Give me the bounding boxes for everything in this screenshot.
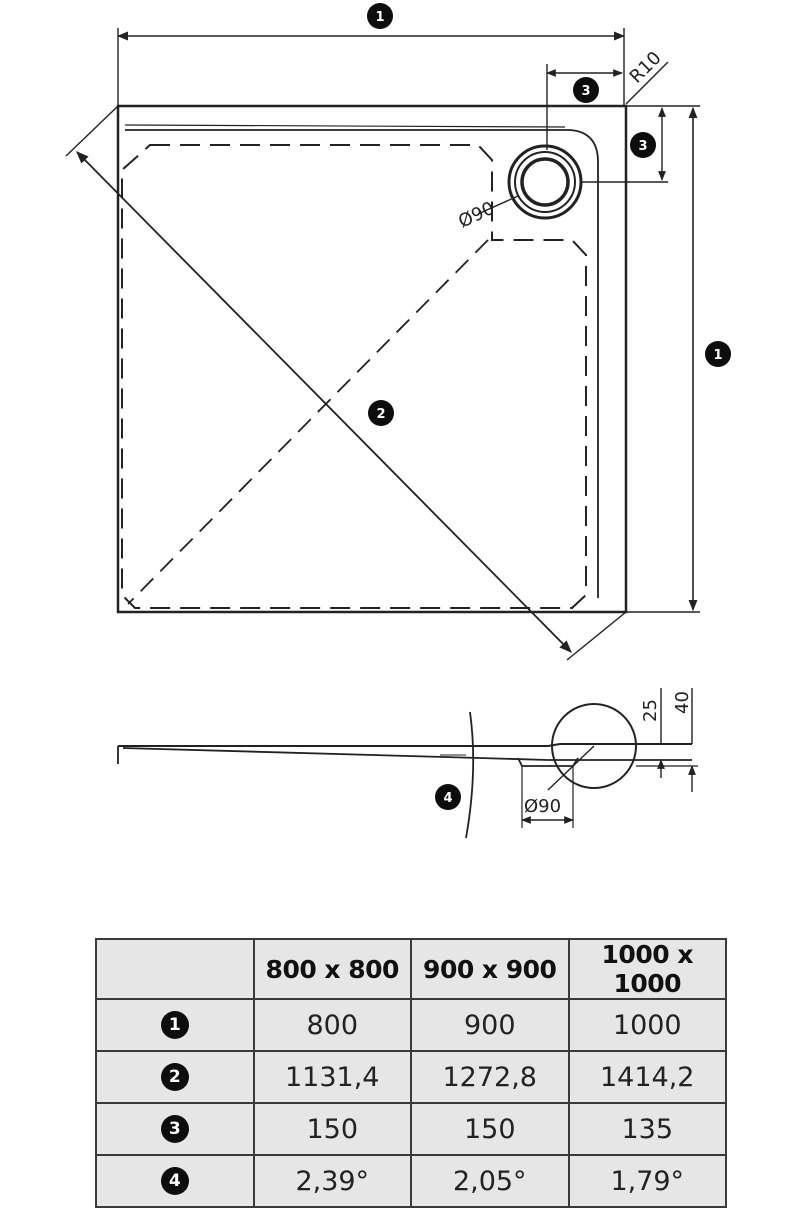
marker-3-right: 3: [630, 132, 656, 158]
top-view: [65, 28, 700, 661]
tray-profile-top: [118, 743, 692, 747]
svg-text:3: 3: [638, 139, 647, 154]
detail-circle: [551, 703, 637, 789]
height-40-label: 40: [672, 691, 693, 714]
detail-leader: [547, 745, 595, 791]
table-cell: 150: [410, 1102, 570, 1156]
tray-profile-slope: [117, 746, 549, 764]
diagonal-dashed: [127, 239, 489, 605]
svg-text:1: 1: [713, 348, 722, 363]
column-header: 800 x 800: [252, 938, 412, 1000]
column-header: 1000 x 1000: [567, 938, 727, 1000]
slope-angle-arc: [465, 711, 475, 839]
drain-leader: [477, 195, 519, 215]
technical-drawing: R10 Ø90 1 1 2 3 3: [65, 3, 731, 839]
svg-text:4: 4: [443, 791, 452, 806]
tray-inner-rim: [125, 129, 599, 598]
drain-inner-ring: [520, 157, 570, 207]
row-marker-cell: 2: [95, 1050, 255, 1104]
table-row: 1 800 900 1000: [95, 998, 727, 1052]
side-view: [117, 688, 698, 839]
diagonal-extension-top: [65, 105, 119, 157]
row-marker-badge: 1: [160, 1011, 189, 1039]
column-header: 900 x 900: [410, 938, 570, 1000]
tray-inner-rim-shadow: [124, 124, 566, 128]
table-cell: 1272,8: [410, 1050, 570, 1104]
row-marker-cell: 3: [95, 1102, 255, 1156]
table-cell: 1000: [567, 998, 727, 1052]
radius-label: R10: [626, 48, 666, 88]
row-marker-badge: 2: [160, 1063, 189, 1091]
svg-text:2: 2: [376, 407, 385, 422]
marker-2-diagonal: 2: [368, 400, 394, 426]
tray-outline: [116, 104, 628, 614]
diagonal-dimension-line: [76, 151, 572, 653]
height-25-label: 25: [640, 699, 661, 722]
row-marker-cell: 1: [95, 998, 255, 1052]
svg-text:1: 1: [375, 10, 384, 25]
table-cell: 1414,2: [567, 1050, 727, 1104]
dimensions-table: 800 x 800 900 x 900 1000 x 1000 1 800 90…: [95, 938, 727, 1208]
table-cell: 1,79°: [567, 1154, 727, 1208]
table-cell: 800: [252, 998, 412, 1052]
row-marker-cell: 4: [95, 1154, 255, 1208]
drain-outlet-profile: [517, 757, 579, 767]
table-cell: 135: [567, 1102, 727, 1156]
table-row: 4 2,39° 2,05° 1,79°: [95, 1154, 727, 1208]
drain-mid-ring: [514, 151, 576, 213]
row-marker-badge: 4: [160, 1167, 189, 1195]
drain-outer-ring: [507, 144, 583, 220]
side-drain-diameter-label: Ø90: [524, 796, 561, 817]
table-cell: 2,39°: [252, 1154, 412, 1208]
table-row: 2 1131,4 1272,8 1414,2: [95, 1050, 727, 1104]
svg-text:3: 3: [581, 84, 590, 99]
table-row: 3 150 150 135: [95, 1102, 727, 1156]
marker-1-right: 1: [705, 341, 731, 367]
row-marker-badge: 3: [160, 1115, 189, 1143]
table-cell: 900: [410, 998, 570, 1052]
marker-1-top: 1: [367, 3, 393, 29]
diagonal-extension-bottom: [566, 611, 627, 661]
table-cell: 150: [252, 1102, 412, 1156]
marker-3-top: 3: [573, 77, 599, 103]
table-header-row: 800 x 800 900 x 900 1000 x 1000: [95, 938, 727, 1000]
marker-4-slope: 4: [435, 784, 461, 810]
radius-leader: [625, 61, 669, 105]
table-cell: 2,05°: [410, 1154, 570, 1208]
table-cell: 1131,4: [252, 1050, 412, 1104]
table-corner-cell: [95, 938, 255, 1000]
